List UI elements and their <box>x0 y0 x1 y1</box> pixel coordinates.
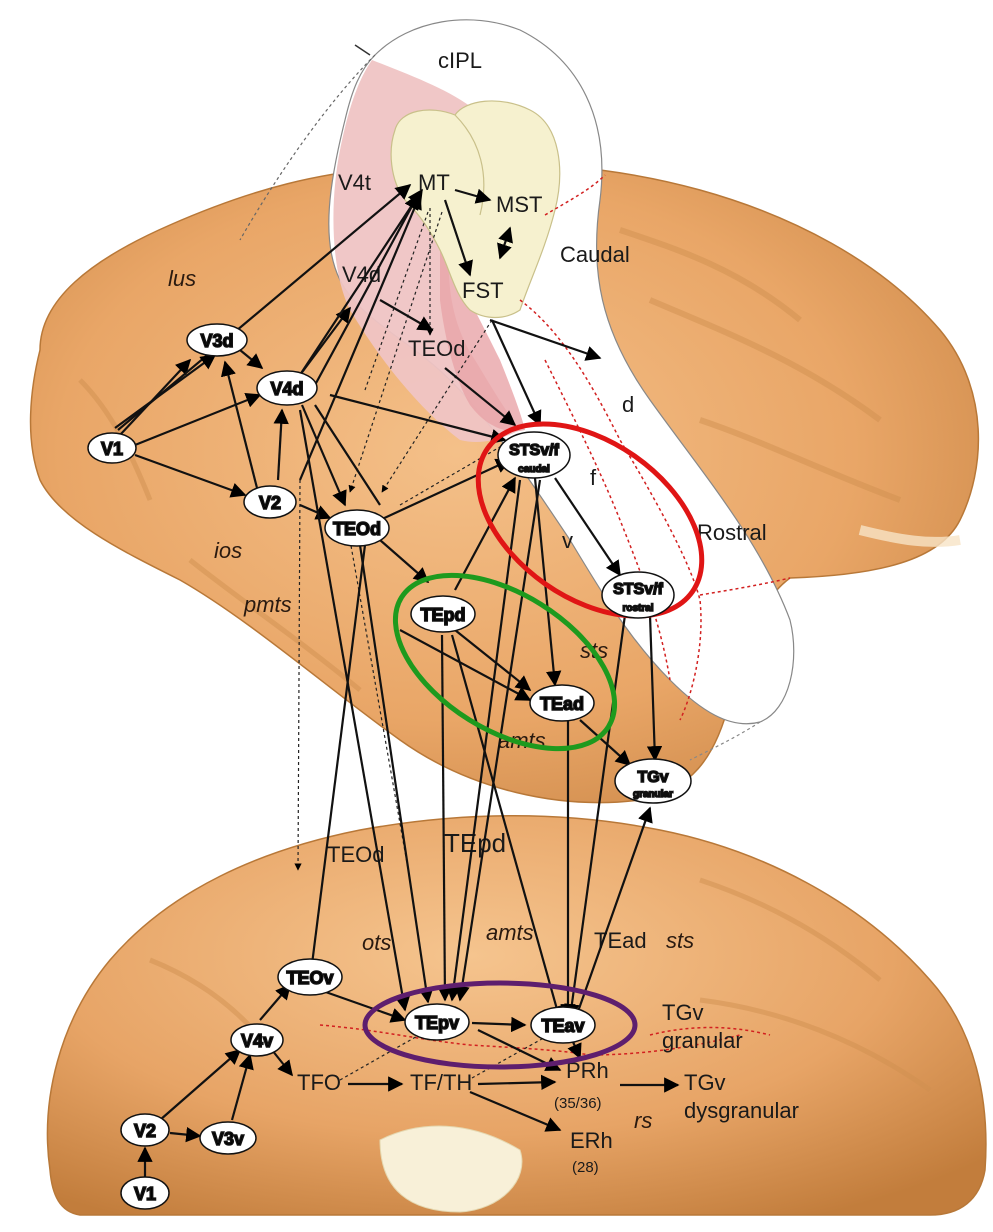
node-tgv-label: TGv <box>637 769 668 786</box>
node-v4d-label: V4d <box>270 379 303 399</box>
node-v4d: V4d <box>257 371 317 405</box>
node-v3v-label: V3v <box>212 1129 244 1149</box>
label-v: v <box>562 528 573 553</box>
node-v1-label: V1 <box>101 439 123 459</box>
node-stsvf-rostral: STSv/f rostral <box>602 572 674 618</box>
node-v2: V2 <box>244 486 296 518</box>
sulcus-ots: ots <box>362 930 391 955</box>
label-caudal: Caudal <box>560 242 630 267</box>
label-tfo: TFO <box>297 1070 341 1095</box>
sulcus-rs: rs <box>634 1108 652 1133</box>
label-fst: FST <box>462 278 504 303</box>
node-v3d-label: V3d <box>200 331 233 351</box>
node-stsvf-rostral-sub: rostral <box>622 603 653 614</box>
label-tgv-granular-1: TGv <box>662 1000 704 1025</box>
label-tead-bottom: TEad <box>594 928 647 953</box>
node-stsvf-caudal: STSv/f caudal <box>498 432 570 478</box>
sulcus-amts-bottom: amts <box>486 920 534 945</box>
node-tepd-label: TEpd <box>421 605 466 625</box>
node-v3d: V3d <box>187 324 247 356</box>
node-stsvf-caudal-label: STSv/f <box>509 442 559 459</box>
label-d: d <box>622 392 634 417</box>
label-tgv-dys-2: dysgranular <box>684 1098 799 1123</box>
label-prh-sub: (35/36) <box>554 1095 602 1112</box>
node-teod-label: TEOd <box>333 519 381 539</box>
node-tepd: TEpd <box>411 596 475 632</box>
node-v1-bottom: V1 <box>121 1177 169 1209</box>
label-tepd-bottom: TEpd <box>444 828 506 858</box>
label-mt: MT <box>418 170 450 195</box>
node-teov: TEOv <box>278 959 342 995</box>
bottom-brain <box>48 816 986 1215</box>
node-stsvf-rostral-label: STSv/f <box>613 581 663 598</box>
node-v1-bottom-label: V1 <box>134 1184 156 1204</box>
label-tgv-granular-2: granular <box>662 1028 743 1053</box>
node-v3v: V3v <box>200 1122 256 1154</box>
node-tepv-label: TEpv <box>415 1013 459 1033</box>
node-v1: V1 <box>88 433 136 463</box>
label-rostral: Rostral <box>697 520 767 545</box>
node-teov-label: TEOv <box>286 968 333 988</box>
sulcus-pmts: pmts <box>243 592 292 617</box>
node-tgv: TGv granular <box>615 759 691 803</box>
node-teod: TEOd <box>325 510 389 546</box>
node-tead: TEad <box>530 685 594 721</box>
label-teod-top: TEOd <box>408 336 465 361</box>
node-tgv-sub: granular <box>633 789 673 800</box>
label-cipl: cIPL <box>438 48 482 73</box>
label-tgv-dys-1: TGv <box>684 1070 726 1095</box>
node-v2-label: V2 <box>259 493 281 513</box>
node-stsvf-caudal-sub: caudal <box>518 464 550 475</box>
node-teav: TEav <box>531 1007 595 1043</box>
node-v4v-label: V4v <box>241 1031 273 1051</box>
node-v2-bottom: V2 <box>121 1114 169 1146</box>
label-erh: ERh <box>570 1128 613 1153</box>
node-tead-label: TEad <box>540 694 584 714</box>
sulcus-ios: ios <box>214 538 242 563</box>
node-v2-bottom-label: V2 <box>134 1121 156 1141</box>
label-mst: MST <box>496 192 542 217</box>
label-v4t: V4t <box>338 170 371 195</box>
node-teav-label: TEav <box>541 1016 584 1036</box>
sulcus-sts-bottom: sts <box>666 928 694 953</box>
node-v4v: V4v <box>231 1024 283 1056</box>
label-erh-sub: (28) <box>572 1159 599 1176</box>
label-f: f <box>590 465 597 490</box>
label-tf-th: TF/TH <box>410 1070 472 1095</box>
node-tepv: TEpv <box>405 1004 469 1040</box>
sulcus-lus: lus <box>168 266 196 291</box>
